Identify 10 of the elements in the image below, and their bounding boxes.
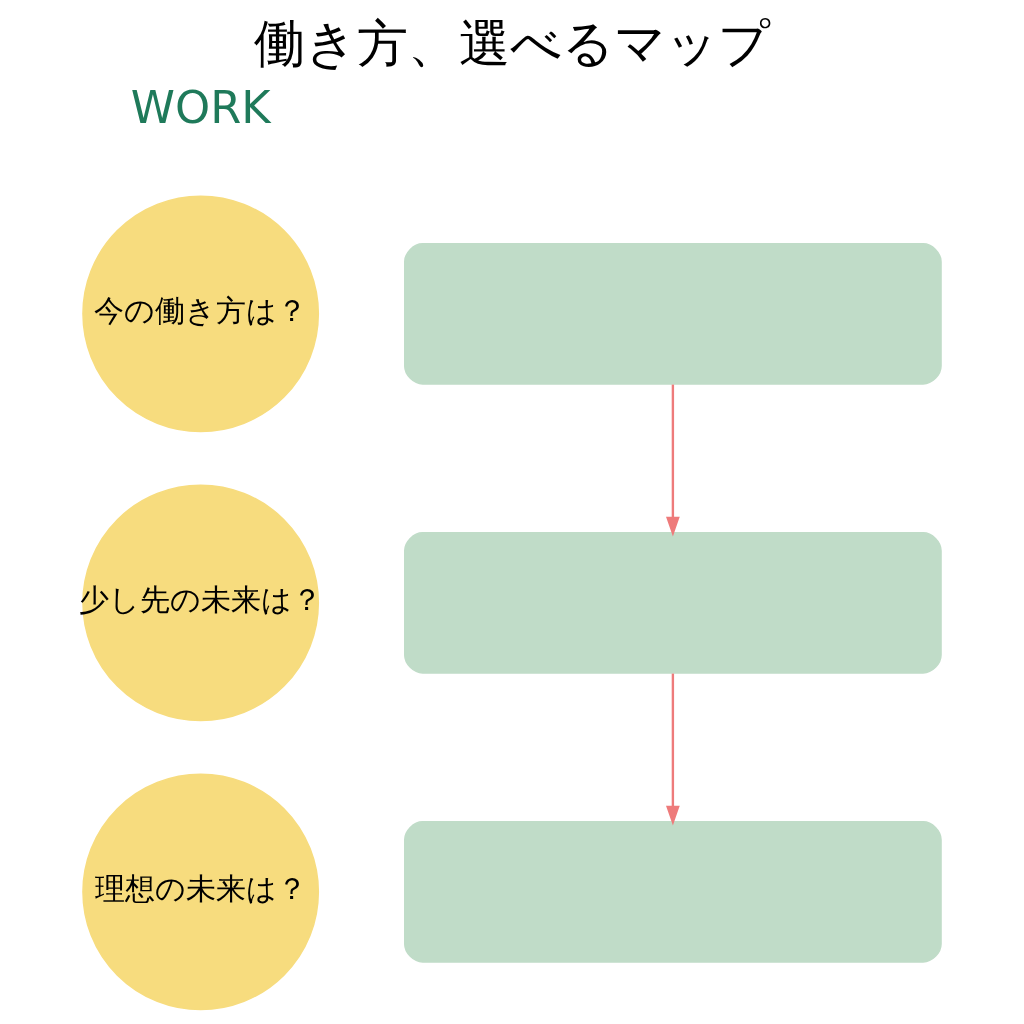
node-circle: 少し先の未来は？ [82,484,320,722]
node-box [404,532,942,674]
arrow [666,673,680,826]
node-box [404,243,942,385]
node-circle: 今の働き方は？ [82,195,320,433]
arrow [666,384,680,537]
node-circle: 理想の未来は？ [82,773,320,1011]
diagram-title: 働き方、選べるマップ [254,13,770,73]
label: WORK [130,82,271,135]
node-box [404,821,942,963]
